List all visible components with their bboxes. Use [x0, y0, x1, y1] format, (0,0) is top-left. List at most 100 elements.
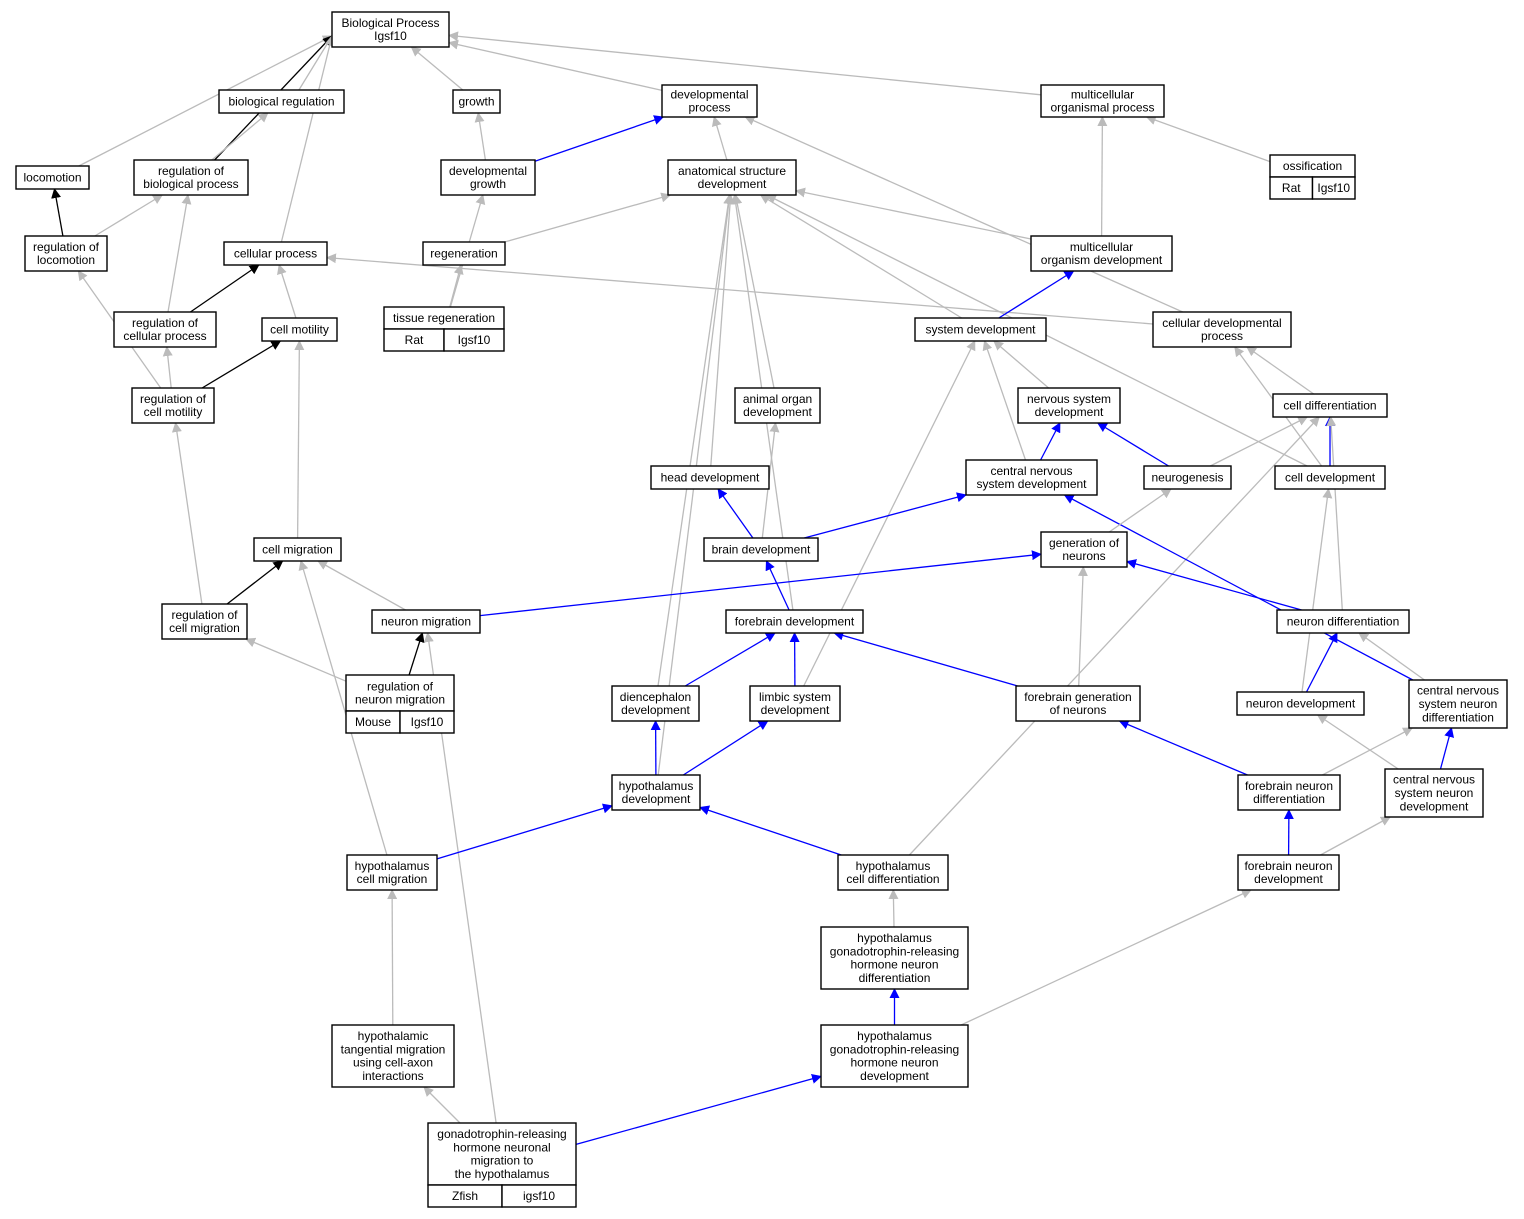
- term-node-neurmig[interactable]: neuron migration: [371, 609, 481, 634]
- term-node-headdev[interactable]: head development: [650, 465, 770, 490]
- term-node-hgnrhd[interactable]: hypothalamusgonadotrophin-releasinghormo…: [820, 926, 969, 990]
- edge-regulates-regcellmot-to-cellmot: [201, 340, 282, 389]
- term-label-ossif: ossification: [1283, 159, 1342, 173]
- term-label-limbic: development: [761, 703, 830, 717]
- term-node-neurogen[interactable]: neurogenesis: [1143, 465, 1232, 490]
- term-box-nsd: [1017, 387, 1121, 424]
- term-node-neurdev[interactable]: neuron development: [1236, 691, 1365, 716]
- edge-part_of-cnsnd-to-cnsd: [1063, 494, 1414, 681]
- term-label-cnsd: system development: [976, 477, 1087, 491]
- term-label-cellproc: cellular process: [234, 247, 317, 261]
- term-label-devproc: developmental: [670, 87, 748, 101]
- gene-badge-regneurmig: Igsf10: [399, 710, 455, 734]
- term-node-regen[interactable]: regeneration: [422, 241, 506, 266]
- term-box-hgnrhdev: [820, 1024, 969, 1088]
- term-node-growth[interactable]: growth: [452, 89, 501, 114]
- term-node-neurdiff[interactable]: neuron differentiation: [1276, 609, 1410, 634]
- term-node-cellmig[interactable]: cell migration: [253, 537, 342, 562]
- species-badge-tissregen: Rat: [383, 328, 445, 352]
- term-box-regloco: [24, 235, 108, 272]
- term-label-neurdev: neuron development: [1246, 697, 1356, 711]
- term-node-celldev[interactable]: cell development: [1274, 465, 1386, 490]
- term-label-cnsndev: central nervous: [1393, 773, 1475, 787]
- term-node-loco[interactable]: locomotion: [15, 165, 90, 190]
- term-label-fbndev: forebrain neuron: [1244, 859, 1332, 873]
- term-node-braindev[interactable]: brain development: [703, 537, 819, 562]
- term-label-cnsndev: system neuron: [1395, 786, 1474, 800]
- term-label-hypodev: hypothalamus: [619, 779, 694, 793]
- edge-is_a-htm-to-hypocm: [387, 889, 398, 1026]
- term-box-regen: [422, 241, 506, 266]
- term-node-forebrain[interactable]: forebrain development: [725, 609, 864, 634]
- term-node-cellmot[interactable]: cell motility: [261, 317, 338, 342]
- species-badge-regneurmig: Mouse: [345, 710, 401, 734]
- term-label-devgrowth: growth: [470, 177, 506, 191]
- edge-part_of-neurdiff-to-genneur: [1126, 559, 1302, 611]
- edge-is_a-ossif-to-mop: [1145, 115, 1271, 163]
- term-box-hypodev: [611, 774, 701, 811]
- term-box-loco: [15, 165, 90, 190]
- term-box-braindev: [703, 537, 819, 562]
- term-node-hgnrhdev[interactable]: hypothalamusgonadotrophin-releasinghormo…: [820, 1024, 969, 1088]
- term-node-cellproc[interactable]: cellular process: [223, 241, 328, 266]
- term-box-cellmig: [253, 537, 342, 562]
- edge-is_a-genneur-to-neurogen: [1108, 488, 1172, 533]
- edge-is_a-mop-to-bp: [448, 31, 1042, 96]
- term-label-headdev: head development: [661, 471, 760, 485]
- term-label-gnrh: hormone neuronal: [453, 1140, 550, 1154]
- edge-is_a-hgnrhd-to-hypocd: [888, 889, 899, 928]
- edge-is_a-asd-to-devproc: [711, 116, 728, 161]
- edge-is_a-neurogen-to-celldiff: [1210, 416, 1309, 467]
- term-box-devproc: [661, 84, 758, 118]
- term-label-regcellmig: cell migration: [169, 621, 240, 635]
- term-box-sysdev: [914, 317, 1047, 342]
- term-label-celldev: cell development: [1285, 471, 1376, 485]
- edge-is_a-tissregen-to-regen: [449, 264, 464, 308]
- term-node-celldiff[interactable]: cell differentiation: [1272, 393, 1388, 418]
- term-node-bioreg[interactable]: biological regulation: [218, 89, 345, 114]
- edge-is_a-regbio-to-bioreg: [211, 112, 269, 161]
- term-label-hypocm: cell migration: [357, 872, 428, 886]
- term-node-sysdev[interactable]: system development: [914, 317, 1047, 342]
- term-label-regneurmig: regulation of: [367, 679, 434, 693]
- edge-regulates-regloco-to-loco: [51, 188, 64, 237]
- term-label-hgnrhd: differentiation: [859, 971, 931, 985]
- term-label-celldevproc: process: [1201, 329, 1243, 343]
- term-label-dienc: diencephalon: [620, 690, 691, 704]
- edge-is_a-neurdev-to-celldev: [1301, 488, 1333, 693]
- edge-is_a-fbnd-to-cnsnd: [1322, 727, 1414, 776]
- edge-part_of-forebrain-to-braindev: [765, 560, 790, 611]
